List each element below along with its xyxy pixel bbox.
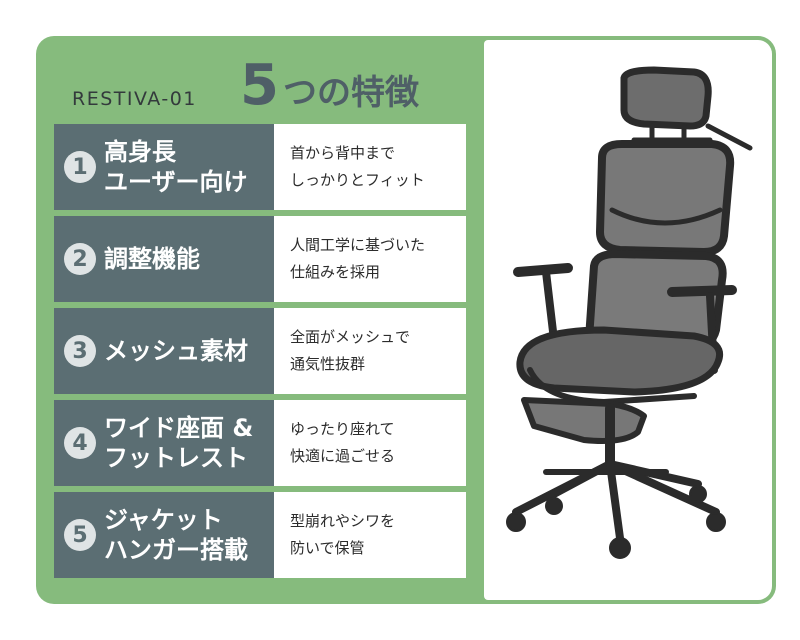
feature-row-3: 3 メッシュ素材 全面がメッシュで 通気性抜群 <box>54 308 466 394</box>
feature-number-badge: 4 <box>64 427 96 459</box>
feature-row-1: 1 高身長 ユーザー向け 首から背中まで しっかりとフィット <box>54 124 466 210</box>
feature-number-badge: 2 <box>64 243 96 275</box>
feature-title: 高身長 ユーザー向け <box>104 138 248 196</box>
feature-label-2: 2 調整機能 <box>54 216 274 302</box>
feature-label-1: 1 高身長 ユーザー向け <box>54 124 274 210</box>
headline-text: つの特徴 <box>282 73 419 113</box>
feature-description: 全面がメッシュで 通気性抜群 <box>274 308 466 394</box>
feature-row-2: 2 調整機能 人間工学に基づいた 仕組みを採用 <box>54 216 466 302</box>
feature-number-badge: 3 <box>64 335 96 367</box>
feature-description: 型崩れやシワを 防いで保管 <box>274 492 466 578</box>
feature-label-4: 4 ワイド座面 & フットレスト <box>54 400 274 486</box>
feature-title: メッシュ素材 <box>104 337 248 365</box>
feature-row-4: 4 ワイド座面 & フットレスト ゆったり座れて 快適に過ごせる <box>54 400 466 486</box>
feature-number-badge: 5 <box>64 519 96 551</box>
headline-number: 5 <box>240 53 279 118</box>
feature-row-5: 5 ジャケット ハンガー搭載 型崩れやシワを 防いで保管 <box>54 492 466 578</box>
feature-description: ゆったり座れて 快適に過ごせる <box>274 400 466 486</box>
feature-label-5: 5 ジャケット ハンガー搭載 <box>54 492 274 578</box>
office-chair-illustration <box>506 66 753 559</box>
feature-title: ワイド座面 & フットレスト <box>104 414 254 472</box>
feature-label-3: 3 メッシュ素材 <box>54 308 274 394</box>
feature-title: 調整機能 <box>104 245 200 273</box>
feature-number-badge: 1 <box>64 151 96 183</box>
headline: 5 つの特徴 <box>240 58 419 114</box>
feature-description: 人間工学に基づいた 仕組みを採用 <box>274 216 466 302</box>
model-name: RESTIVA-01 <box>72 88 197 110</box>
feature-title: ジャケット ハンガー搭載 <box>104 506 248 564</box>
feature-description: 首から背中まで しっかりとフィット <box>274 124 466 210</box>
